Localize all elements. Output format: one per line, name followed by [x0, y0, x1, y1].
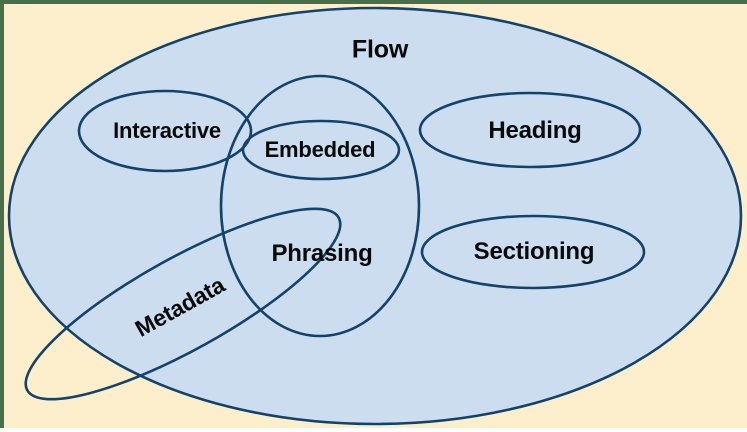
- set-ellipse-interactive[interactable]: [77, 89, 253, 173]
- set-ellipse-heading[interactable]: [418, 91, 642, 169]
- set-ellipse-flow[interactable]: [7, 6, 743, 426]
- set-ellipse-metadata[interactable]: [5, 177, 361, 430]
- set-ellipse-sectioning[interactable]: [420, 214, 646, 290]
- set-ellipse-phrasing[interactable]: [219, 74, 421, 338]
- set-ellipse-embedded[interactable]: [241, 119, 401, 181]
- venn-shapes: [5, 6, 743, 430]
